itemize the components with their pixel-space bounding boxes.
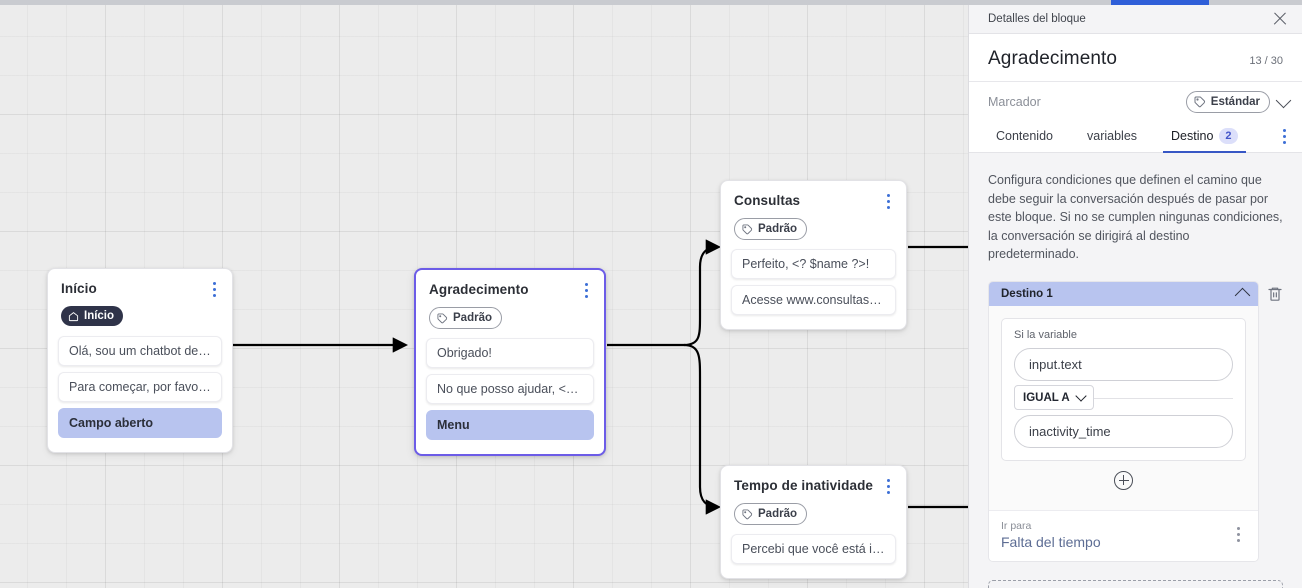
tag-icon: [1194, 96, 1205, 108]
node-tag-label: Padrão: [453, 312, 492, 324]
node-tag-label: Padrão: [758, 508, 797, 520]
tab-destino[interactable]: Destino 2: [1163, 122, 1246, 153]
chevron-down-icon[interactable]: [1275, 92, 1292, 108]
add-condition-row: [1001, 461, 1246, 498]
node-message[interactable]: Para começar, por favor digite o ...: [58, 371, 222, 402]
tag-icon: [437, 312, 448, 323]
node-menu-icon[interactable]: [882, 478, 896, 496]
flow-node-inicio[interactable]: Início Início Olá, sou um chatbot de tes…: [47, 268, 233, 453]
node-tag-row: Início: [48, 299, 232, 336]
tag-icon: [742, 223, 753, 234]
goto-texts: Ir para Falta del tiempo: [1001, 520, 1101, 550]
goto-menu-icon[interactable]: [1232, 526, 1246, 544]
flow-node-consultas[interactable]: Consultas Padrão Perfeito, <? $name ?>! …: [720, 180, 907, 330]
node-title: Consultas: [734, 193, 801, 208]
node-header: Consultas: [721, 181, 906, 211]
goto-row[interactable]: Ir para Falta del tiempo: [989, 509, 1258, 561]
panel-description: Configura condiciones que definen el cam…: [988, 173, 1283, 261]
tag-icon: [742, 508, 753, 519]
char-counter: 13 / 30: [1249, 55, 1283, 67]
trash-icon: [1268, 287, 1282, 301]
tab-variables[interactable]: variables: [1079, 122, 1145, 153]
panel-topbar-title: Detalles del bloque: [988, 13, 1086, 25]
node-tag-label: Início: [84, 310, 115, 322]
browser-top-strip: [0, 0, 1302, 5]
tab-label: Contenido: [996, 129, 1053, 143]
node-message[interactable]: Olá, sou um chatbot de teste!: [58, 335, 222, 366]
node-message[interactable]: Percebi que você está inativo. C...: [731, 534, 896, 564]
node-menu-icon[interactable]: [208, 281, 222, 299]
node-message-highlighted[interactable]: Menu: [426, 410, 594, 440]
node-header: Tempo de inatividade: [721, 466, 906, 496]
node-message[interactable]: Obrigado!: [426, 338, 594, 368]
node-message[interactable]: Acesse www.consultas.com par...: [731, 285, 896, 315]
flow-canvas[interactable]: Início Início Olá, sou um chatbot de tes…: [0, 5, 968, 588]
node-tag[interactable]: Padrão: [429, 307, 502, 329]
panel-menu-icon[interactable]: [1278, 128, 1292, 146]
operator-row: IGUAL A: [1014, 381, 1233, 415]
operator-label: IGUAL A: [1023, 391, 1070, 404]
marker-control[interactable]: Estándar: [1185, 91, 1292, 113]
node-tag[interactable]: Padrão: [734, 218, 807, 240]
home-icon: [68, 311, 79, 321]
panel-header-block: Agradecimento 13 / 30 Marcador Estándar: [969, 34, 1302, 153]
destination-title: Destino 1: [1001, 287, 1053, 300]
delete-destination-button[interactable]: [1267, 281, 1283, 307]
block-details-panel: Detalles del bloque Agradecimento 13 / 3…: [968, 5, 1302, 588]
node-title: Agradecimento: [429, 282, 529, 297]
node-header: Início: [48, 269, 232, 299]
tab-contenido[interactable]: Contenido: [988, 122, 1061, 153]
tab-label: Destino: [1171, 129, 1214, 143]
panel-topbar: Detalles del bloque: [969, 5, 1302, 34]
destination-body: Si la variable input.text IGUAL A inacti…: [989, 306, 1258, 510]
node-header: Agradecimento: [416, 270, 604, 300]
node-tag[interactable]: Padrão: [734, 503, 807, 525]
flow-connectors: [233, 239, 968, 515]
plus-circle-icon[interactable]: [1114, 470, 1133, 490]
node-menu-icon[interactable]: [882, 193, 896, 211]
tab-label: variables: [1087, 129, 1138, 143]
panel-title-row: Agradecimento 13 / 30: [969, 34, 1302, 82]
node-title: Tempo de inatividade: [734, 478, 874, 493]
node-tag-label: Padrão: [758, 223, 797, 235]
node-message[interactable]: No que posso ajudar, <? $name ...: [426, 374, 594, 404]
condition-label: Si la variable: [1014, 328, 1077, 341]
chevron-up-icon[interactable]: [1234, 287, 1251, 303]
close-icon[interactable]: [1271, 10, 1289, 28]
node-tag[interactable]: Início: [61, 306, 124, 326]
node-tag-row: Padrão: [721, 211, 906, 249]
node-title: Início: [61, 281, 97, 296]
node-message[interactable]: Perfeito, <? $name ?>!: [731, 249, 896, 279]
compare-value-field[interactable]: inactivity_time: [1014, 414, 1233, 448]
panel-tabs: Contenido variables Destino 2: [969, 122, 1302, 153]
marker-label: Marcador: [988, 95, 1041, 109]
marker-value: Estándar: [1210, 96, 1260, 108]
goto-value: Falta del tiempo: [1001, 533, 1101, 550]
marker-chip[interactable]: Estándar: [1185, 91, 1270, 113]
flow-node-agradecimento[interactable]: Agradecimento Padrão Obrigado! No que po…: [414, 268, 606, 456]
destination-card: Destino 1 Si la variable input.text IGUA…: [988, 280, 1259, 562]
node-message-highlighted[interactable]: Campo aberto: [58, 407, 222, 438]
destination-wrapper: Destino 1 Si la variable input.text IGUA…: [988, 280, 1283, 578]
variable-field[interactable]: input.text: [1014, 347, 1233, 381]
page-title: Agradecimento: [988, 48, 1118, 69]
marker-row: Marcador Estándar: [969, 82, 1302, 122]
goto-label: Ir para: [1001, 519, 1032, 532]
chevron-down-icon: [1074, 389, 1087, 402]
add-destination-button[interactable]: Agregar destino: [988, 579, 1283, 588]
node-tag-row: Padrão: [721, 496, 906, 534]
operator-select[interactable]: IGUAL A: [1014, 385, 1094, 410]
node-tag-row: Padrão: [416, 300, 604, 338]
condition-box: Si la variable input.text IGUAL A inacti…: [1001, 317, 1246, 461]
tab-badge: 2: [1219, 128, 1238, 144]
destination-header[interactable]: Destino 1: [989, 281, 1258, 306]
flow-node-tempo-inatividade[interactable]: Tempo de inatividade Padrão Percebi que …: [720, 465, 907, 579]
node-menu-icon[interactable]: [580, 282, 594, 300]
panel-content: Configura condiciones que definen el cam…: [969, 153, 1302, 588]
browser-active-tab-indicator: [1111, 0, 1209, 5]
